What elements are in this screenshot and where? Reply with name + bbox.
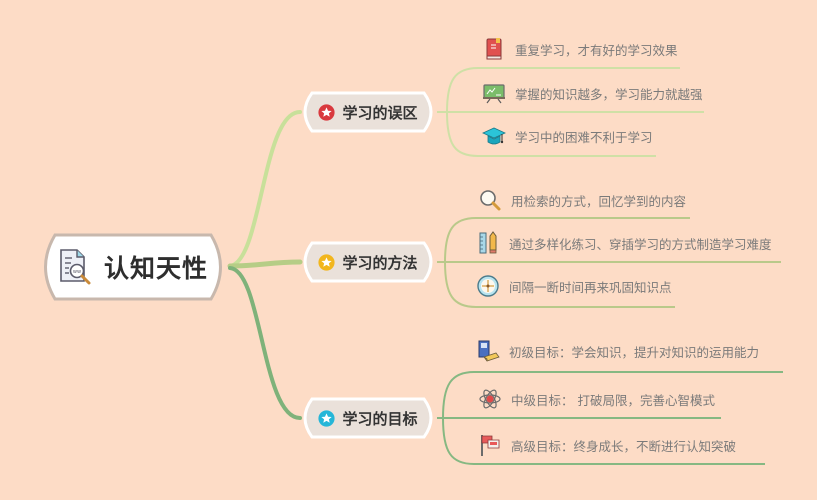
books-icon [478, 340, 500, 362]
compass-icon [477, 275, 499, 297]
root-title: 认知天性 [103, 254, 208, 283]
branch-node-shape [303, 397, 433, 439]
leaf-node[interactable]: 通过多样化练习、穿插学习的方式制造学习难度 [476, 230, 772, 256]
leaf-node[interactable]: 初级目标：学会知识，提升对知识的运用能力 [476, 338, 759, 364]
leaf-text: 通过多样化练习、穿插学习的方式制造学习难度 [509, 236, 772, 252]
leaf-node[interactable]: 掌握的知识越多，学习能力就越强 [482, 80, 703, 106]
leaf-node[interactable]: 用检索的方式，回忆学到的内容 [478, 187, 686, 213]
blue-star-badge-icon [318, 409, 336, 427]
leaf-text: 掌握的知识越多，学习能力就越强 [515, 86, 703, 102]
red-book-icon [486, 38, 502, 60]
leaf-node[interactable]: 学习中的困难不利于学习 [482, 123, 653, 149]
chalkboard-icon [483, 84, 505, 104]
svg-text:ww: ww [73, 269, 81, 275]
atom-icon [479, 389, 501, 409]
red-star-badge-icon [318, 103, 336, 121]
ruler-pencil-icon [479, 231, 497, 254]
branch-node-methods[interactable]: 学习的方法 [298, 241, 438, 283]
yellow-star-badge-icon [318, 253, 336, 271]
root-node[interactable]: ww 认知天性 [33, 232, 233, 302]
leaf-text: 高级目标：终身成长，不断进行认知突破 [511, 438, 737, 454]
branch-node-shape [303, 91, 433, 133]
leaf-text: 用检索的方式，回忆学到的内容 [511, 193, 687, 209]
branch-label: 学习的目标 [342, 409, 418, 428]
connector-root-branch2 [227, 259, 303, 269]
leaf-text: 初级目标：学会知识，提升对知识的运用能力 [509, 344, 760, 360]
leaf-node[interactable]: 重复学习，才有好的学习效果 [482, 36, 678, 62]
connector-root-branch1 [228, 110, 302, 268]
leaf-text: 中级目标： 打破局限，完善心智模式 [511, 392, 715, 408]
branch-label: 学习的误区 [342, 103, 418, 122]
branch-node-goals[interactable]: 学习的目标 [298, 397, 438, 439]
branch-node-misconceptions[interactable]: 学习的误区 [298, 91, 438, 133]
branch-node-shape [303, 241, 433, 283]
leaf-text: 重复学习，才有好的学习效果 [515, 42, 678, 58]
document-search-icon: ww [60, 249, 91, 285]
leaf-node[interactable]: 间隔一断时间再来巩固知识点 [476, 273, 672, 299]
graduation-cap-icon [482, 127, 506, 145]
branch-label: 学习的方法 [342, 253, 418, 272]
leaf-text: 学习中的困难不利于学习 [515, 129, 653, 145]
leaf-node[interactable]: 中级目标： 打破局限，完善心智模式 [478, 386, 715, 412]
leaf-text: 间隔一断时间再来巩固知识点 [509, 279, 672, 295]
connector-root-branch3 [228, 266, 302, 420]
magnifier-icon [480, 190, 501, 211]
leaf-node[interactable]: 高级目标：终身成长，不断进行认知突破 [478, 432, 736, 458]
flag-icon [481, 435, 500, 456]
